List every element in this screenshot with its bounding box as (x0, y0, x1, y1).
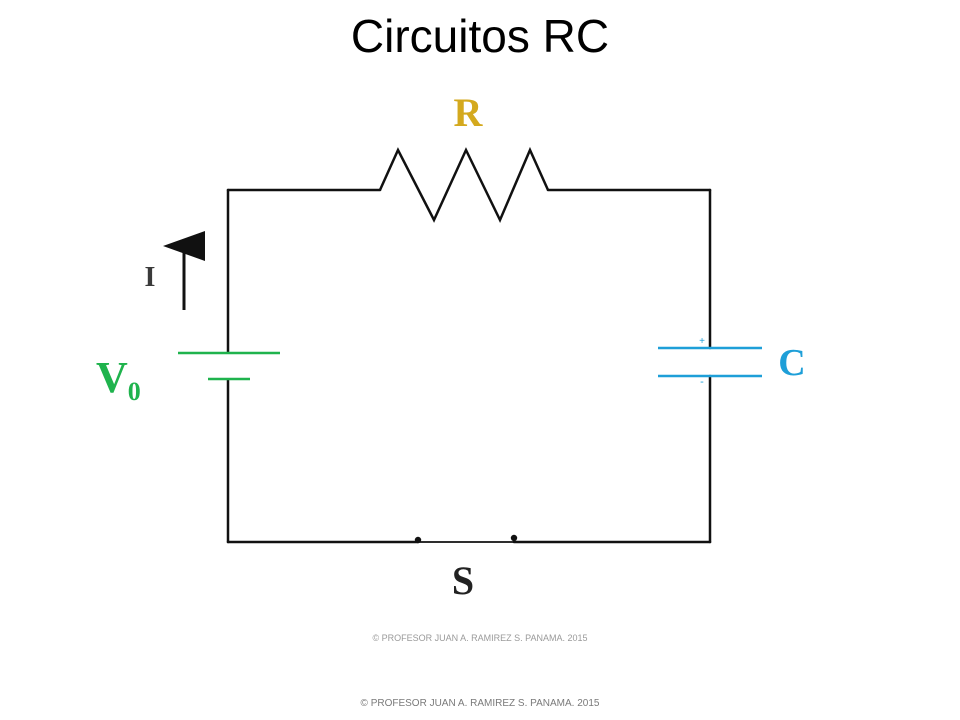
resistor-symbol (378, 146, 550, 224)
current-label: I (145, 262, 156, 293)
capacitor-symbol: + - (658, 336, 762, 388)
page-title: Circuitos RC (350, 10, 610, 62)
footer-copyright: © PROFESOR JUAN A. RAMIREZ S. PANAMA. 20… (360, 698, 600, 709)
source-label-subscript: 0 (128, 377, 141, 406)
wire-group (226, 188, 712, 544)
switch-contact-left (414, 536, 422, 544)
source-label-main: V (96, 353, 128, 402)
capacitor-minus-sign: - (700, 376, 704, 388)
capacitor-plus-sign: + (699, 336, 705, 347)
resistor-label: R (454, 90, 484, 135)
voltage-source-symbol (178, 351, 280, 381)
capacitor-label: C (778, 342, 805, 384)
source-label: V0 (96, 353, 141, 406)
switch-contact-right (510, 534, 518, 542)
watermark-text: © PROFESOR JUAN A. RAMIREZ S. PANAMA. 20… (372, 633, 587, 643)
switch-label: S (452, 558, 474, 603)
